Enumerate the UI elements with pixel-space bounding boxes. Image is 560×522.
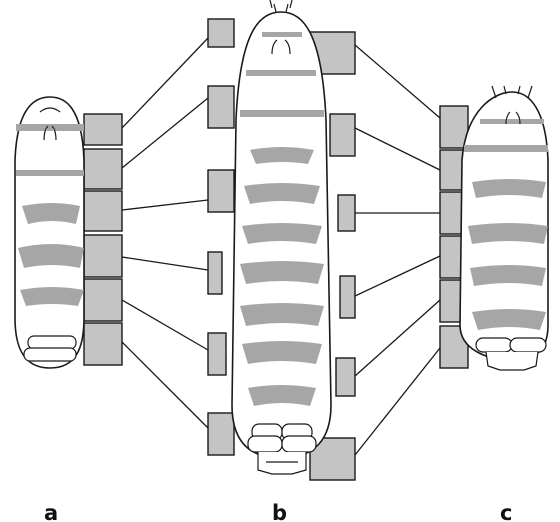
label-c: c [500,501,512,522]
specimen-a-body [14,96,85,369]
specimen-c [439,85,549,371]
specimen-a-boxes [83,113,123,366]
specimen-a [14,96,123,369]
specimen-b [207,0,356,481]
label-a: a [44,501,58,522]
specimen-b-left-boxes [207,18,235,456]
connector-lines [121,37,441,456]
label-b: b [272,501,287,522]
